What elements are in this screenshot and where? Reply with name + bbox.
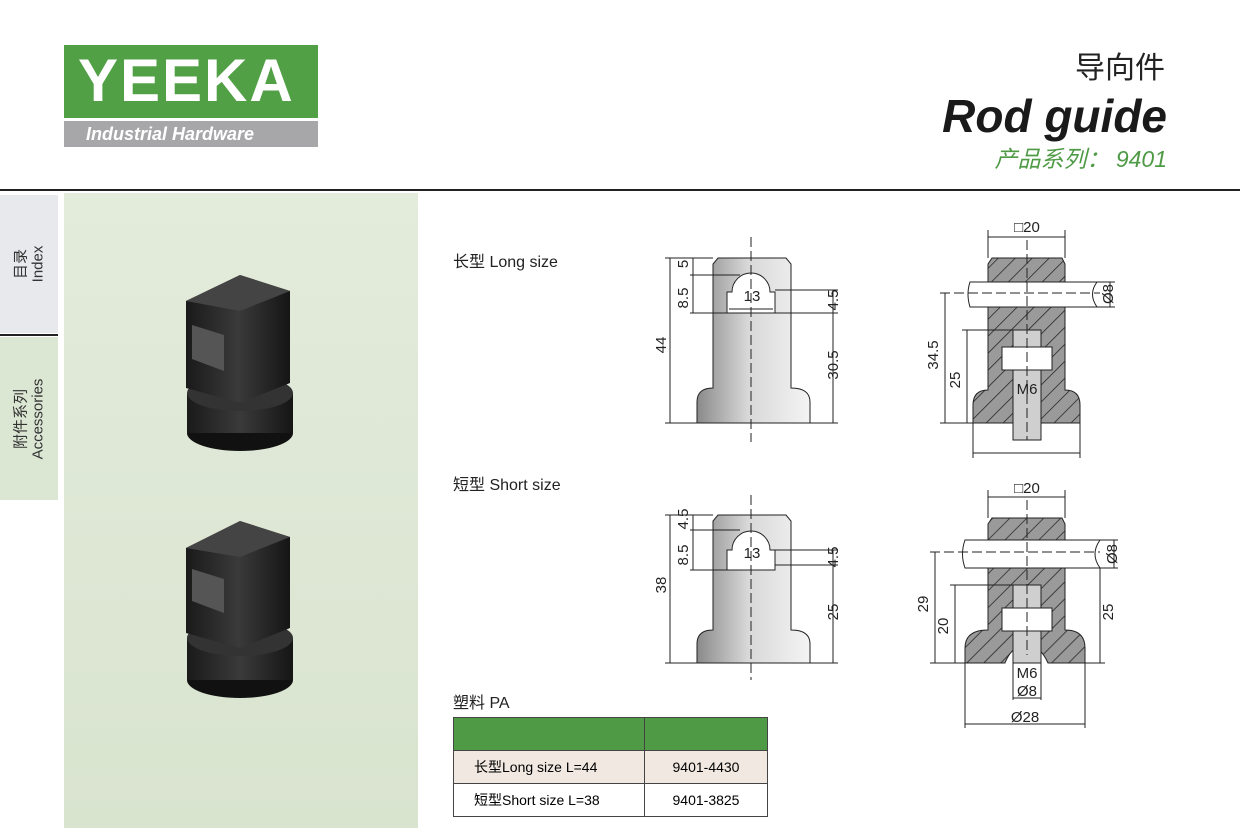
material-label: 塑料 PA [453,695,510,712]
dim-short-hole: Ø8 [1017,683,1037,700]
dim-short-rod: Ø8 [1104,544,1121,564]
dim-short-thread: M6 [1017,665,1038,682]
dim-short-window-width: 13 [744,545,761,562]
dim-short-square: □20 [1014,480,1040,497]
part-number-table: 长型Long size L=44 9401-4430 短型Short size … [453,717,768,817]
product-photos [186,275,293,698]
dim-short-height: 29 [915,596,932,613]
dim-long-right-bottom: 30.5 [825,350,842,379]
table-row: 长型Long size L=44 9401-4430 [453,750,768,784]
logo-tagline: Industrial Hardware [64,121,318,147]
table-header-cell [453,717,645,751]
dim-long-window: 8.5 [675,288,692,309]
page-title: Rod guide [942,90,1167,142]
short-side-view [930,490,1118,728]
dim-long-top: 5 [675,260,692,268]
dim-long-height: 34.5 [925,340,942,369]
table-header-row [453,717,768,751]
logo-text: YEEKA [78,47,295,114]
dim-long-bore: 25 [947,372,964,389]
dim-short-right-bottom: 25 [825,604,842,621]
header-divider [0,189,1240,191]
dim-short-base: Ø28 [1011,709,1039,726]
dim-long-rod: Ø8 [1100,284,1117,304]
dim-short-total: 38 [653,577,670,594]
short-size-label: 短型 Short size [453,477,561,494]
long-front-view [665,237,838,442]
size-cell: 短型Short size L=38 [453,783,645,817]
code-cell: 9401-3825 [644,783,768,817]
dim-long-total: 44 [653,337,670,354]
tab-divider [0,334,58,336]
dim-short-top: 4.5 [675,509,692,530]
short-front-view [665,495,838,680]
dim-short-right-top: 4.5 [825,547,842,568]
dim-long-thread: M6 [1017,381,1038,398]
product-photo-panel [64,193,418,828]
size-cell: 长型Long size L=44 [453,750,645,784]
dim-long-right-top: 4.5 [825,290,842,311]
logo [64,45,318,118]
dim-short-bore: 20 [935,618,952,635]
product-series: 产品系列： 9401 [994,146,1167,172]
table-header-cell [644,717,768,751]
long-side-view [940,230,1115,458]
dim-long-square: □20 [1014,219,1040,236]
dim-long-window-width: 13 [744,288,761,305]
title-chinese: 导向件 [1075,52,1165,85]
code-cell: 9401-4430 [644,750,768,784]
short-rod-guide-photo [186,521,293,698]
dim-short-right: 25 [1100,604,1117,621]
long-rod-guide-photo [186,275,293,451]
dim-short-window: 8.5 [675,545,692,566]
table-row: 短型Short size L=38 9401-3825 [453,783,768,817]
long-size-label: 长型 Long size [453,254,558,271]
